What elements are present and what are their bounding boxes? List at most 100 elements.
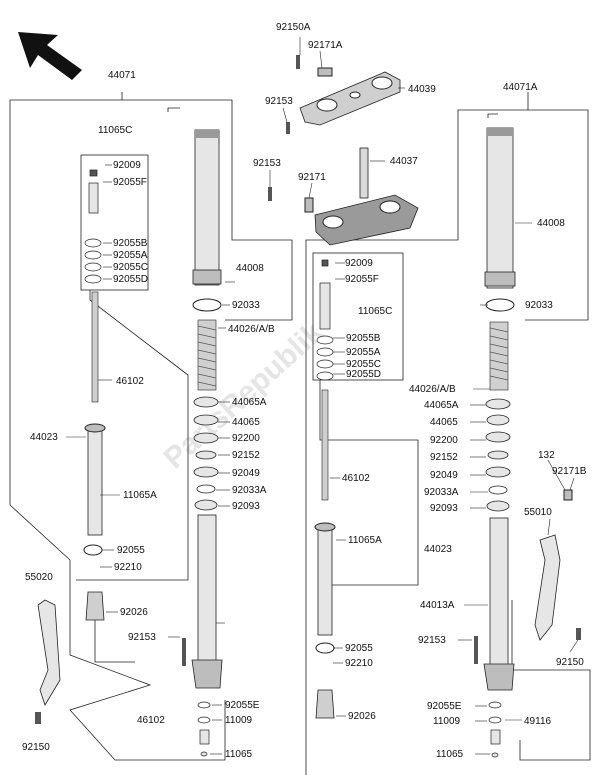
label-92055a-right: 92055A [346,347,381,358]
right-outer-tube [484,127,516,289]
left-92026-part [85,591,105,621]
label-44026-left: 44026/A/B [228,324,275,335]
label-92055c-left: 92055C [113,262,148,273]
left-bolt-92153 [182,638,186,666]
right-fork-outline [305,92,591,775]
left-guard-55020 [37,599,61,706]
right-92055-oring [315,642,335,654]
label-44065-right: 44065 [430,417,458,428]
label-92026-right: 92026 [348,711,376,722]
label-11065-right: 11065 [436,749,464,760]
label-44013a: 44013A [420,600,455,611]
label-92055b-right: 92055B [346,333,381,344]
right-spring-coils [489,327,509,381]
label-44023-right: 44023 [424,544,452,555]
left-seal-stack [193,396,219,511]
label-92055f-right: 92055F [345,274,379,285]
right-inner-tube [483,517,515,691]
label-92153-top: 92153 [265,96,293,107]
label-92150-left: 92150 [22,742,50,753]
label-92200-left: 92200 [232,433,260,444]
label-92055e-right: 92055E [427,701,462,712]
left-outer-tube [192,129,222,286]
label-92033a-right: 92033A [424,487,459,498]
label-44071: 44071 [108,70,136,81]
upper-clamp-44039 [286,55,401,134]
right-seal-stack [485,398,511,512]
label-11065a-left: 11065A [123,490,157,501]
label-92153-left: 92153 [128,632,156,643]
label-92153-right: 92153 [418,635,446,646]
label-92210-right: 92210 [345,658,373,669]
leader-lines [66,37,579,755]
label-92152-right: 92152 [430,452,458,463]
label-92033a-left: 92033A [232,485,267,496]
label-92150a: 92150A [276,22,311,33]
left-spring-coils [197,325,217,387]
label-92026-left: 92026 [120,607,148,618]
part-labels: 44071 11065C 92009 92055F 92055B 92055A … [22,22,587,760]
right-bolt-92171b [563,489,573,501]
label-44065a-right: 44065A [424,400,459,411]
label-44071a: 44071A [503,82,538,93]
left-92033-ring [192,298,222,312]
label-92049-right: 92049 [430,470,458,481]
label-49116: 49116 [524,716,552,727]
label-92153-mid: 92153 [253,158,281,169]
label-92171b: 92171B [552,466,587,477]
label-92093-right: 92093 [430,503,458,514]
label-55010: 55010 [524,507,552,518]
left-fork-outline [9,92,293,761]
label-92055-right: 92055 [345,643,373,654]
label-44037: 44037 [390,156,418,167]
left-bolt-92150 [35,712,41,724]
arrow-up-left-icon [18,32,82,80]
left-bottom-parts [197,701,211,757]
label-11065a-right: 11065A [348,535,382,546]
label-92033-right: 92033 [525,300,553,311]
label-46102-right: 46102 [342,473,370,484]
right-guard-55010 [534,534,561,641]
label-11009-left: 11009 [225,715,253,726]
lower-clamp-44037 [268,147,419,246]
right-92026-part [315,689,335,719]
right-damper-rod [314,389,336,636]
label-46102-bottom: 46102 [137,715,165,726]
left-inner-tube [191,514,223,689]
label-92171a-top: 92171A [308,40,343,51]
left-92055-oring [83,544,103,556]
label-92055e-left: 92055E [225,700,260,711]
label-11009-right: 11009 [433,716,461,727]
label-44065a-left: 44065A [232,397,267,408]
label-92055c-right: 92055C [346,359,381,370]
right-spring [489,321,509,391]
left-cartridge-small-parts [84,169,102,284]
label-92171: 92171 [298,172,326,183]
right-bolt-92153 [474,636,478,664]
label-44065-left: 44065 [232,417,260,428]
left-damper-rod [84,291,106,536]
label-46102-left: 46102 [116,376,144,387]
label-44008-left: 44008 [236,263,264,274]
label-92009-right: 92009 [345,258,373,269]
label-92210-left: 92210 [114,562,142,573]
label-92152-left: 92152 [232,450,260,461]
label-55020: 55020 [25,572,53,583]
label-92150-right: 92150 [556,657,584,668]
label-92055b-left: 92055B [113,238,148,249]
label-92055-left: 92055 [117,545,145,556]
label-92033-left: 92033 [232,300,260,311]
label-92055d-right: 92055D [346,369,381,380]
label-92055d-left: 92055D [113,274,148,285]
label-44023-left: 44023 [30,432,58,443]
right-cartridge-small-parts [316,259,334,381]
label-92049-left: 92049 [232,468,260,479]
label-11065c-left: 11065C [98,125,132,136]
right-bottom-parts [488,701,502,758]
label-92093-left: 92093 [232,501,260,512]
label-44026-right: 44026/A/B [409,384,456,395]
label-132: 132 [538,450,555,461]
right-92033-ring [485,298,515,312]
right-bolt-92150 [576,628,581,640]
